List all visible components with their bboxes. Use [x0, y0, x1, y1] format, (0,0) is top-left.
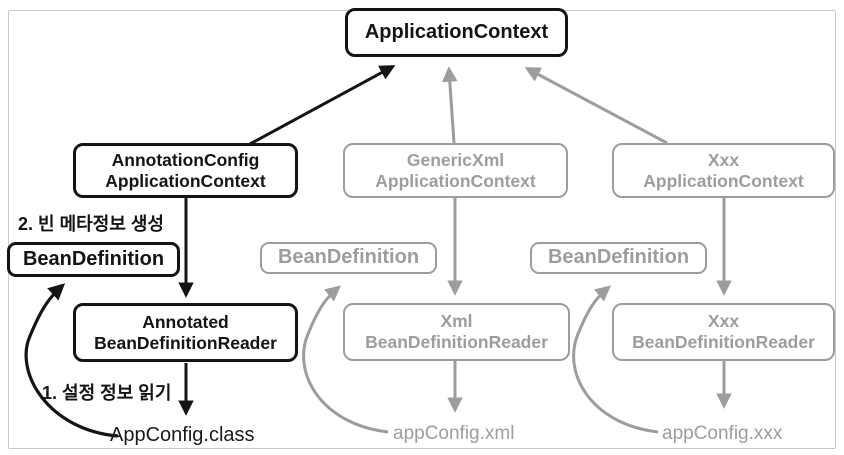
node-label-line2: BeanDefinitionReader: [94, 332, 277, 353]
node-bean-definition-right: BeanDefinition: [530, 242, 707, 274]
node-label: BeanDefinition: [547, 246, 690, 269]
annotation-step2-create-bean-metadata: 2. 빈 메타정보 생성: [18, 214, 164, 234]
node-bean-definition-mid: BeanDefinition: [260, 242, 437, 274]
label-appconfig-xxx: appConfig.xxx: [662, 423, 783, 444]
label-appconfig-class: AppConfig.class: [110, 424, 255, 446]
node-annotation-config-application-context: AnnotationConfig ApplicationContext: [73, 143, 298, 198]
node-label-line2: ApplicationContext: [643, 170, 804, 191]
node-label: BeanDefinition: [22, 247, 165, 270]
node-label-line1: AnnotationConfig: [111, 149, 260, 170]
node-label: ApplicationContext: [364, 20, 549, 43]
node-label-line2: ApplicationContext: [105, 170, 266, 191]
node-label-line2: BeanDefinitionReader: [365, 332, 548, 352]
node-label: BeanDefinition: [277, 246, 420, 269]
node-label-line1: Xxx: [707, 311, 740, 332]
node-label-line1: Annotated: [142, 311, 229, 332]
node-label-line1: Xxx: [707, 149, 740, 170]
node-xml-bean-definition-reader: Xml BeanDefinitionReader: [343, 303, 570, 361]
node-application-context: ApplicationContext: [345, 8, 568, 57]
node-xxx-bean-definition-reader: Xxx BeanDefinitionReader: [612, 303, 835, 361]
node-label-line2: BeanDefinitionReader: [632, 332, 815, 352]
node-bean-definition-left: BeanDefinition: [7, 242, 180, 277]
node-label-line1: Xml: [440, 311, 473, 332]
node-xxx-application-context: Xxx ApplicationContext: [612, 143, 835, 198]
annotation-step1-read-config-info: 1. 설정 정보 읽기: [42, 383, 172, 403]
node-annotated-bean-definition-reader: Annotated BeanDefinitionReader: [73, 303, 298, 362]
label-appconfig-xml: appConfig.xml: [393, 423, 515, 444]
node-label-line1: GenericXml: [406, 149, 505, 170]
node-label-line2: ApplicationContext: [375, 170, 536, 191]
node-generic-xml-application-context: GenericXml ApplicationContext: [343, 143, 568, 198]
